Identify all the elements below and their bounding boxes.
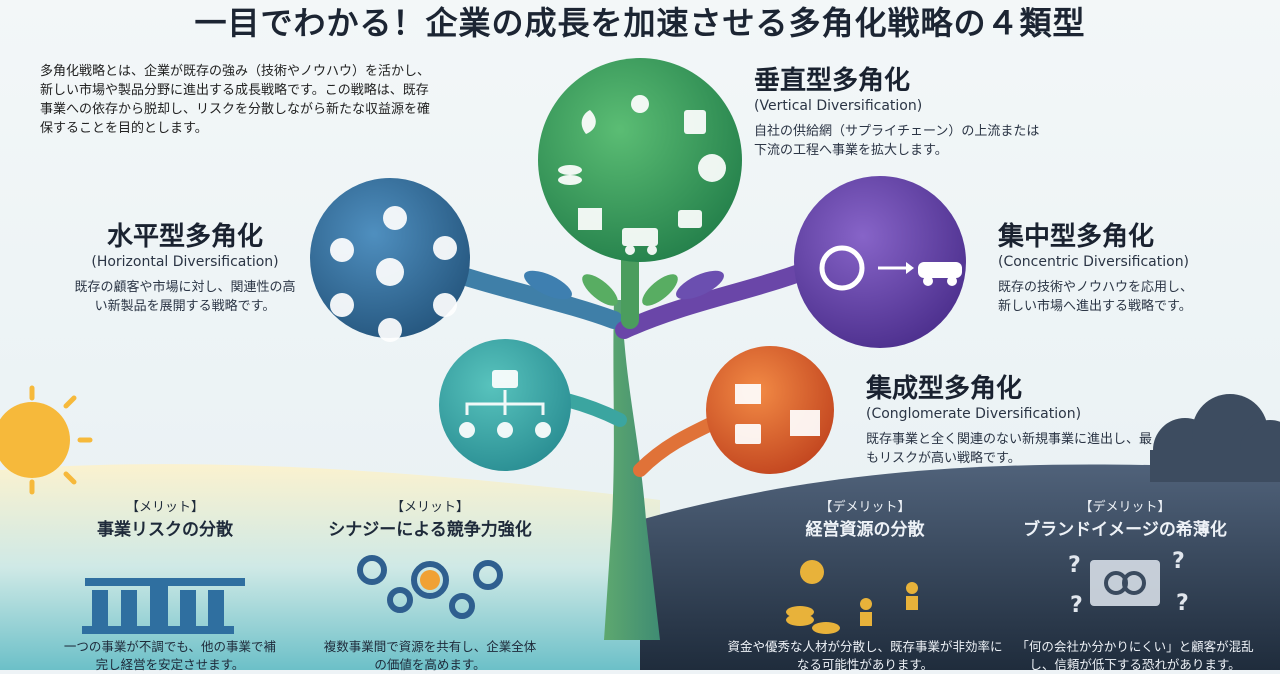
vertical-section: 垂直型多角化 (Vertical Diversification) 自社の供給網…: [754, 66, 1044, 160]
people-icon: [860, 582, 918, 626]
concentric-subtitle: (Concentric Diversification): [998, 254, 1190, 270]
demerit-title: ブランドイメージの希薄化: [1023, 520, 1227, 540]
svg-text:?: ?: [1070, 593, 1083, 618]
merit-title: シナジーによる競争力強化: [328, 520, 532, 540]
vertical-subtitle: (Vertical Diversification): [754, 98, 923, 114]
svg-text:?: ?: [1176, 591, 1189, 616]
horizontal-title: 水平型多角化: [106, 222, 263, 252]
merit-2-desc: 複数事業間で資源を共有し、企業全体の価値を高めます。: [323, 639, 537, 672]
svg-text:?: ?: [1172, 549, 1185, 574]
cloud-icon: [1150, 394, 1280, 482]
demerit-tag: 【デメリット】: [1079, 500, 1171, 515]
conglomerate-subtitle: (Conglomerate Diversification): [866, 406, 1082, 422]
link-icon: [1090, 560, 1160, 606]
question-icon: ????: [1068, 549, 1189, 618]
svg-text:?: ?: [1068, 553, 1081, 578]
gear-icon: [819, 245, 865, 291]
pillars-icon: [82, 578, 245, 634]
merit-1-desc: 一つの事業が不調でも、他の事業で補完し経営を安定させます。: [63, 639, 277, 672]
coins-icon: [786, 560, 840, 634]
page-title: 一目でわかる！企業の成長を加速させる多角化戦略の４類型: [194, 4, 1086, 42]
horizontal-section: 水平型多角化 (Horizontal Diversification) 既存の顧…: [70, 222, 300, 316]
demerit-2-desc: 「何の会社か分かりにくい」と顧客が混乱し、信頼が低下する恐れがあります。: [1016, 639, 1254, 672]
conglomerate-desc: 既存事業と全く関連のない新規事業に進出し、最もリスクが高い戦略です。: [866, 432, 1153, 466]
sun-icon: [0, 385, 93, 495]
concentric-title: 集中型多角化: [998, 222, 1155, 252]
car-icon: [918, 262, 962, 286]
gears-icon: [357, 555, 503, 619]
intro-text: 多角化戦略とは、企業が既存の強み（技術やノウハウ）を活かし、新しい市場や製品分野…: [40, 64, 431, 136]
conglomerate-title: 集成型多角化: [866, 374, 1023, 404]
vertical-desc: 自社の供給網（サプライチェーン）の上流または下流の工程へ事業を拡大します。: [754, 124, 1040, 158]
demerit-title: 経営資源の分散: [805, 520, 925, 540]
concentric-desc: 既存の技術やノウハウを応用し、新しい市場へ進出する戦略です。: [998, 280, 1194, 314]
merit-tag: 【メリット】: [390, 500, 469, 515]
vertical-title: 垂直型多角化: [754, 66, 911, 96]
demerit-tag: 【デメリット】: [819, 500, 911, 515]
merit-tag: 【メリット】: [125, 500, 204, 515]
merit-1: 【メリット】 事業リスクの分散: [60, 496, 270, 540]
horizontal-subtitle: (Horizontal Diversification): [91, 254, 279, 270]
merit-title: 事業リスクの分散: [97, 520, 233, 540]
concentric-section: 集中型多角化 (Concentric Diversification) 既存の技…: [998, 222, 1198, 316]
concentric-circle: [794, 176, 966, 348]
demerit-1-desc: 資金や優秀な人材が分散し、既存事業が非効率になる可能性があります。: [727, 639, 1003, 672]
demerit-1: 【デメリット】 経営資源の分散: [755, 496, 975, 540]
demerit-2: 【デメリット】 ブランドイメージの希薄化: [1010, 496, 1240, 540]
conglomerate-section: 集成型多角化 (Conglomerate Diversification) 既存…: [866, 374, 1156, 468]
horizontal-desc: 既存の顧客や市場に対し、関連性の高い新製品を展開する戦略です。: [74, 280, 296, 314]
merit-2: 【メリット】 シナジーによる競争力強化: [305, 496, 555, 540]
